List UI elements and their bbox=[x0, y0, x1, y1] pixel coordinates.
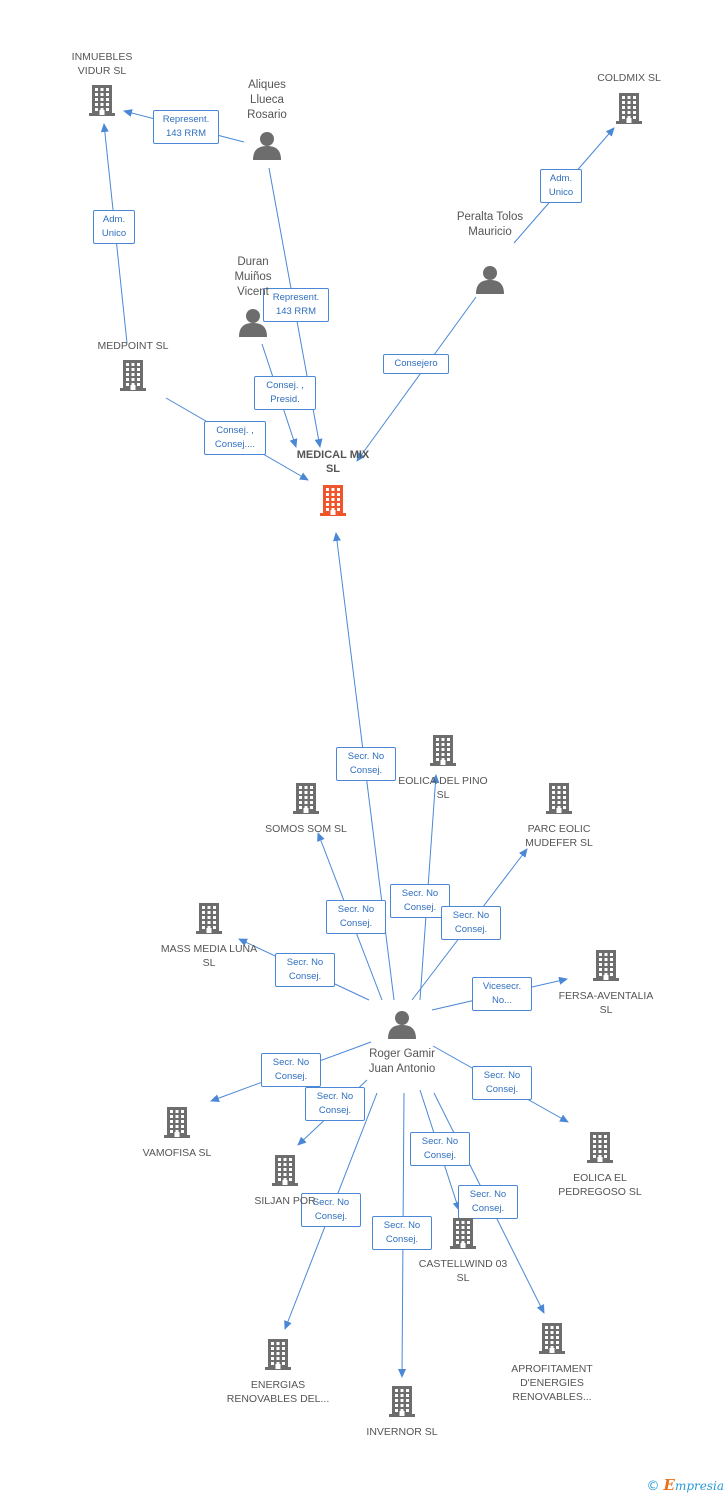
building-icon[interactable] bbox=[387, 1384, 417, 1422]
edge-label[interactable]: Secr. No Consej. bbox=[390, 884, 450, 918]
node-label: INMUEBLES VIDUR SL bbox=[71, 51, 133, 77]
building-icon[interactable] bbox=[118, 358, 148, 396]
edge-label[interactable]: Secr. No Consej. bbox=[305, 1087, 365, 1121]
building-icon[interactable] bbox=[448, 1216, 478, 1254]
node-label: Peralta Tolos Mauricio bbox=[456, 211, 524, 238]
edge-label[interactable]: Secr. No Consej. bbox=[336, 747, 396, 781]
node-label: EOLICA DEL PINO SL bbox=[398, 775, 488, 801]
edge-label[interactable]: Adm. Unico bbox=[93, 210, 135, 244]
node-label: PARC EOLIC MUDEFER SL bbox=[525, 823, 593, 849]
building-icon[interactable] bbox=[291, 781, 321, 819]
edge-label[interactable]: Secr. No Consej. bbox=[301, 1193, 361, 1227]
person-icon[interactable] bbox=[387, 1010, 417, 1044]
edge-label[interactable]: Vicesecr. No... bbox=[472, 977, 532, 1011]
building-icon[interactable] bbox=[537, 1321, 567, 1359]
building-icon[interactable] bbox=[194, 901, 224, 939]
node-label: Duran Muiños Vicent bbox=[234, 256, 272, 298]
edge-label[interactable]: Consejero bbox=[383, 354, 449, 374]
edge-label[interactable]: Adm. Unico bbox=[540, 169, 582, 203]
node-label: MEDICAL MIX SL bbox=[296, 449, 370, 475]
edge-label[interactable]: Consej. , Consej.... bbox=[204, 421, 266, 455]
node-label: INVERNOR SL bbox=[366, 1426, 438, 1438]
edge-label[interactable]: Secr. No Consej. bbox=[261, 1053, 321, 1087]
edge-label[interactable]: Secr. No Consej. bbox=[372, 1216, 432, 1250]
node-label: MASS MEDIA LUNA SL bbox=[160, 943, 258, 969]
empresia-brand: ©Empresia bbox=[647, 1476, 725, 1494]
edge-label[interactable]: Represent. 143 RRM bbox=[263, 288, 329, 322]
edge-label[interactable]: Consej. , Presid. bbox=[254, 376, 316, 410]
edge-label[interactable]: Secr. No Consej. bbox=[410, 1132, 470, 1166]
node-label: SILJAN POR bbox=[254, 1195, 316, 1207]
node-label: SOMOS SOM SL bbox=[265, 823, 347, 835]
building-icon[interactable] bbox=[263, 1337, 293, 1375]
node-label: Aliques Llueca Rosario bbox=[247, 79, 287, 121]
edge-label[interactable]: Secr. No Consej. bbox=[458, 1185, 518, 1219]
edge-peralta-medical bbox=[356, 296, 477, 462]
building-icon[interactable] bbox=[270, 1153, 300, 1191]
node-label: APROFITAMENT D'ENERGIES RENOVABLES... bbox=[511, 1363, 593, 1403]
person-icon[interactable] bbox=[475, 265, 505, 299]
building-icon[interactable] bbox=[591, 948, 621, 986]
building-icon[interactable] bbox=[544, 781, 574, 819]
edge-label[interactable]: Secr. No Consej. bbox=[472, 1066, 532, 1100]
person-icon[interactable] bbox=[252, 131, 282, 165]
edge-label[interactable]: Secr. No Consej. bbox=[275, 953, 335, 987]
node-label: MEDPOINT SL bbox=[97, 340, 169, 352]
copyright-symbol: © bbox=[646, 1479, 660, 1494]
person-icon[interactable] bbox=[238, 308, 268, 342]
building-icon[interactable] bbox=[585, 1130, 615, 1168]
node-label: Roger Gamir Juan Antonio bbox=[368, 1048, 436, 1075]
brand-name: mpresia bbox=[674, 1479, 724, 1493]
edge-label[interactable]: Secr. No Consej. bbox=[441, 906, 501, 940]
edge-label[interactable]: Secr. No Consej. bbox=[326, 900, 386, 934]
building-icon[interactable] bbox=[162, 1105, 192, 1143]
node-label: CASTELLWIND 03 SL bbox=[418, 1258, 508, 1284]
building-icon[interactable] bbox=[318, 483, 348, 521]
node-label: FERSA-AVENTALIA SL bbox=[558, 990, 654, 1016]
node-label: COLDMIX SL bbox=[597, 72, 661, 84]
node-label: ENERGIAS RENOVABLES DEL... bbox=[226, 1379, 330, 1405]
building-icon[interactable] bbox=[428, 733, 458, 771]
node-label: VAMOFISA SL bbox=[142, 1147, 212, 1159]
building-icon[interactable] bbox=[614, 91, 644, 129]
node-label: EOLICA EL PEDREGOSO SL bbox=[558, 1172, 642, 1198]
edge-label[interactable]: Represent. 143 RRM bbox=[153, 110, 219, 144]
brand-initial: E bbox=[663, 1476, 675, 1494]
building-icon[interactable] bbox=[87, 83, 117, 121]
